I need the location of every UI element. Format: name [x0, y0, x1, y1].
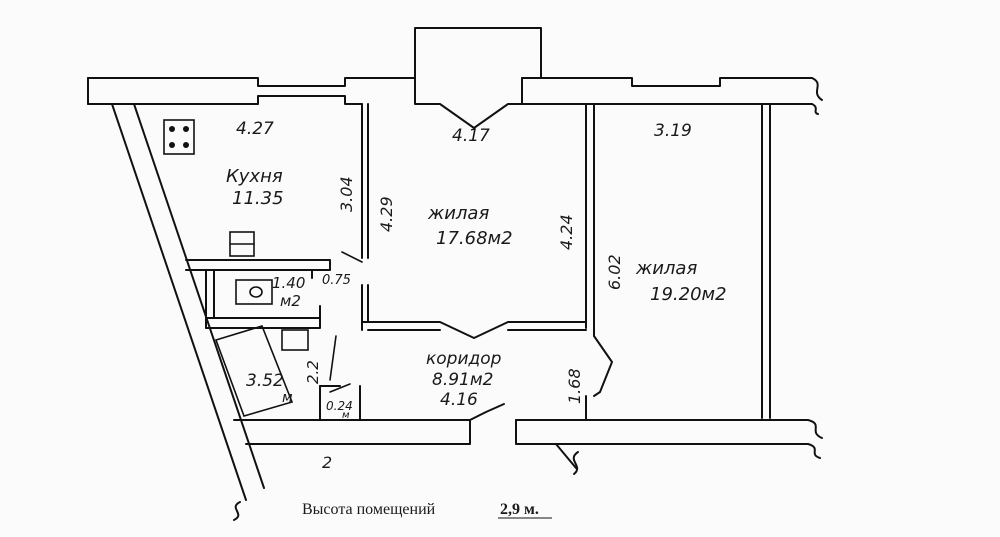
stove-icon [163, 119, 195, 155]
living1-width: 4.17 [452, 126, 490, 146]
living1-name: жилая [427, 203, 489, 224]
kitchen-name: Кухня [226, 166, 283, 187]
washbasin-icon [281, 329, 309, 351]
partitions [185, 103, 771, 421]
living1-area: 17.68м2 [436, 228, 513, 249]
exterior-wall-top [87, 77, 823, 115]
balcony [414, 27, 542, 129]
living2-area: 19.20м2 [650, 284, 727, 305]
closet-unit: м [342, 410, 350, 421]
caption-label: Высота помещений [302, 501, 436, 518]
toilet-icon [235, 279, 273, 305]
exterior-wall-bottom [233, 403, 823, 475]
corridor-area: 8.91м2 [432, 370, 494, 390]
living1-depth-right: 4.24 [557, 214, 576, 250]
bathroom-area: 3.52 [246, 371, 284, 391]
sink-icon [229, 231, 255, 257]
living1-depth-left: 4.29 [377, 196, 396, 232]
bathroom-side: 2.2 [304, 360, 322, 384]
toilet-area: 1.40 [272, 274, 305, 292]
corridor-name: коридор [426, 349, 502, 369]
break-mark: 2 [322, 453, 332, 472]
kitchen-area: 11.35 [232, 188, 284, 209]
caption-value: 2,9 м. [500, 501, 539, 518]
exterior-wall-left [111, 103, 265, 521]
living2-width: 3.19 [654, 121, 692, 141]
kitchen-depth: 3.04 [337, 176, 356, 212]
toilet-door: 0.75 [322, 273, 351, 288]
closet-area: 0.24 [326, 399, 353, 413]
bathroom-unit: м [282, 390, 293, 406]
living2-depth: 6.02 [605, 254, 624, 290]
kitchen-width: 4.27 [236, 119, 274, 139]
corridor-width: 1.68 [565, 368, 584, 404]
living2-name: жилая [635, 258, 697, 279]
toilet-unit: м2 [280, 292, 301, 310]
corridor-length: 4.16 [440, 390, 478, 410]
bathtub-icon [214, 325, 294, 417]
